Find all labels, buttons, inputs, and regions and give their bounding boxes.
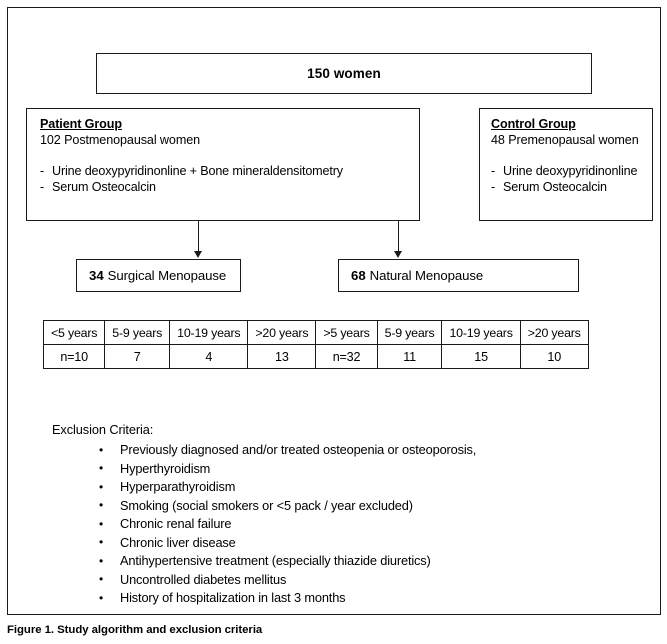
list-item: Previously diagnosed and/or treated oste…: [52, 441, 632, 460]
list-item: Chronic liver disease: [52, 533, 632, 553]
list-item-label: Urine deoxypyridinonline + Bone minerald…: [52, 164, 343, 178]
list-item: Uncontrolled diabetes mellitus: [52, 570, 632, 590]
total-women-label: 150 women: [307, 66, 381, 81]
table-value-cell: 13: [247, 344, 317, 369]
connector-line-surgical: [198, 221, 199, 252]
list-item-label: Urine deoxypyridinonline: [503, 164, 638, 178]
patient-group-title: Patient Group: [40, 117, 122, 131]
dash-bullet: -: [40, 164, 45, 178]
arrow-down-icon: [194, 251, 202, 258]
figure-caption: Figure 1. Study algorithm and exclusion …: [7, 624, 263, 636]
list-item-label: Serum Osteocalcin: [503, 180, 607, 194]
table-header-cell: 10-19 years: [169, 320, 249, 345]
table-header-cell: >5 years: [315, 320, 378, 345]
table-header-cell: 5-9 years: [104, 320, 171, 345]
natural-menopause-label: Natural Menopause: [369, 268, 484, 283]
menopause-duration-table: <5 years 5-9 years 10-19 years >20 years…: [42, 320, 589, 369]
list-item: History of hospitalization in last 3 mon…: [52, 589, 632, 608]
list-item: Smoking (social smokers or <5 pack / yea…: [52, 496, 632, 516]
surgical-menopause-label: Surgical Menopause: [107, 268, 227, 283]
table-value-cell: n=32: [315, 344, 378, 369]
list-item-label: Serum Osteocalcin: [52, 180, 156, 194]
table-header-cell: >20 years: [519, 320, 589, 345]
control-group-subtitle: 48 Premenopausal women: [491, 133, 639, 147]
table-value-cell: 4: [169, 344, 249, 369]
list-item: -Urine deoxypyridinonline + Bone mineral…: [40, 163, 419, 179]
list-item: Hyperthyroidism: [52, 459, 632, 479]
control-group-measures: -Urine deoxypyridinonline -Serum Osteoca…: [491, 163, 652, 195]
dash-bullet: -: [40, 180, 45, 194]
list-item: -Urine deoxypyridinonline: [491, 163, 652, 179]
table-header-cell: >20 years: [247, 320, 317, 345]
table-value-cell: n=10: [42, 344, 106, 369]
table-header-cell: 10-19 years: [441, 320, 521, 345]
arrow-down-icon: [394, 251, 402, 258]
list-item: Chronic renal failure: [52, 515, 632, 534]
node-total-women: 150 women: [96, 53, 592, 94]
natural-menopause-count: 68: [351, 268, 366, 283]
list-item: Antihypertensive treatment (especially t…: [52, 552, 632, 571]
table-value-cell: 7: [104, 344, 171, 369]
list-item: -Serum Osteocalcin: [40, 179, 419, 195]
table-value-cell: 11: [376, 344, 443, 369]
connector-line-natural: [398, 221, 399, 252]
node-control-group: Control Group 48 Premenopausal women -Ur…: [479, 108, 653, 221]
table-value-cell: 15: [441, 344, 521, 369]
control-group-title: Control Group: [491, 117, 576, 131]
patient-group-subtitle: 102 Postmenopausal women: [40, 133, 201, 147]
table-header-cell: 5-9 years: [376, 320, 443, 345]
list-item: -Serum Osteocalcin: [491, 179, 652, 195]
figure-outer-frame: 150 women Patient Group 102 Postmenopaus…: [7, 7, 661, 615]
dash-bullet: -: [491, 180, 496, 194]
exclusion-criteria-heading: Exclusion Criteria:: [52, 422, 154, 437]
patient-group-measures: -Urine deoxypyridinonline + Bone mineral…: [40, 163, 419, 195]
table-header-cell: <5 years: [42, 320, 106, 345]
node-natural-menopause: 68 Natural Menopause: [338, 259, 579, 292]
table-row-values: n=10 7 4 13 n=32 11 15 10: [42, 344, 589, 369]
dash-bullet: -: [491, 164, 496, 178]
node-surgical-menopause: 34 Surgical Menopause: [76, 259, 241, 292]
list-item: Hyperparathyroidism: [52, 478, 632, 497]
surgical-menopause-count: 34: [89, 268, 104, 283]
exclusion-criteria-list: Previously diagnosed and/or treated oste…: [52, 441, 632, 608]
table-row-headers: <5 years 5-9 years 10-19 years >20 years…: [42, 320, 589, 345]
exclusion-criteria-block: Exclusion Criteria: Previously diagnosed…: [52, 420, 632, 608]
node-patient-group: Patient Group 102 Postmenopausal women -…: [26, 108, 420, 221]
table-value-cell: 10: [519, 344, 589, 369]
